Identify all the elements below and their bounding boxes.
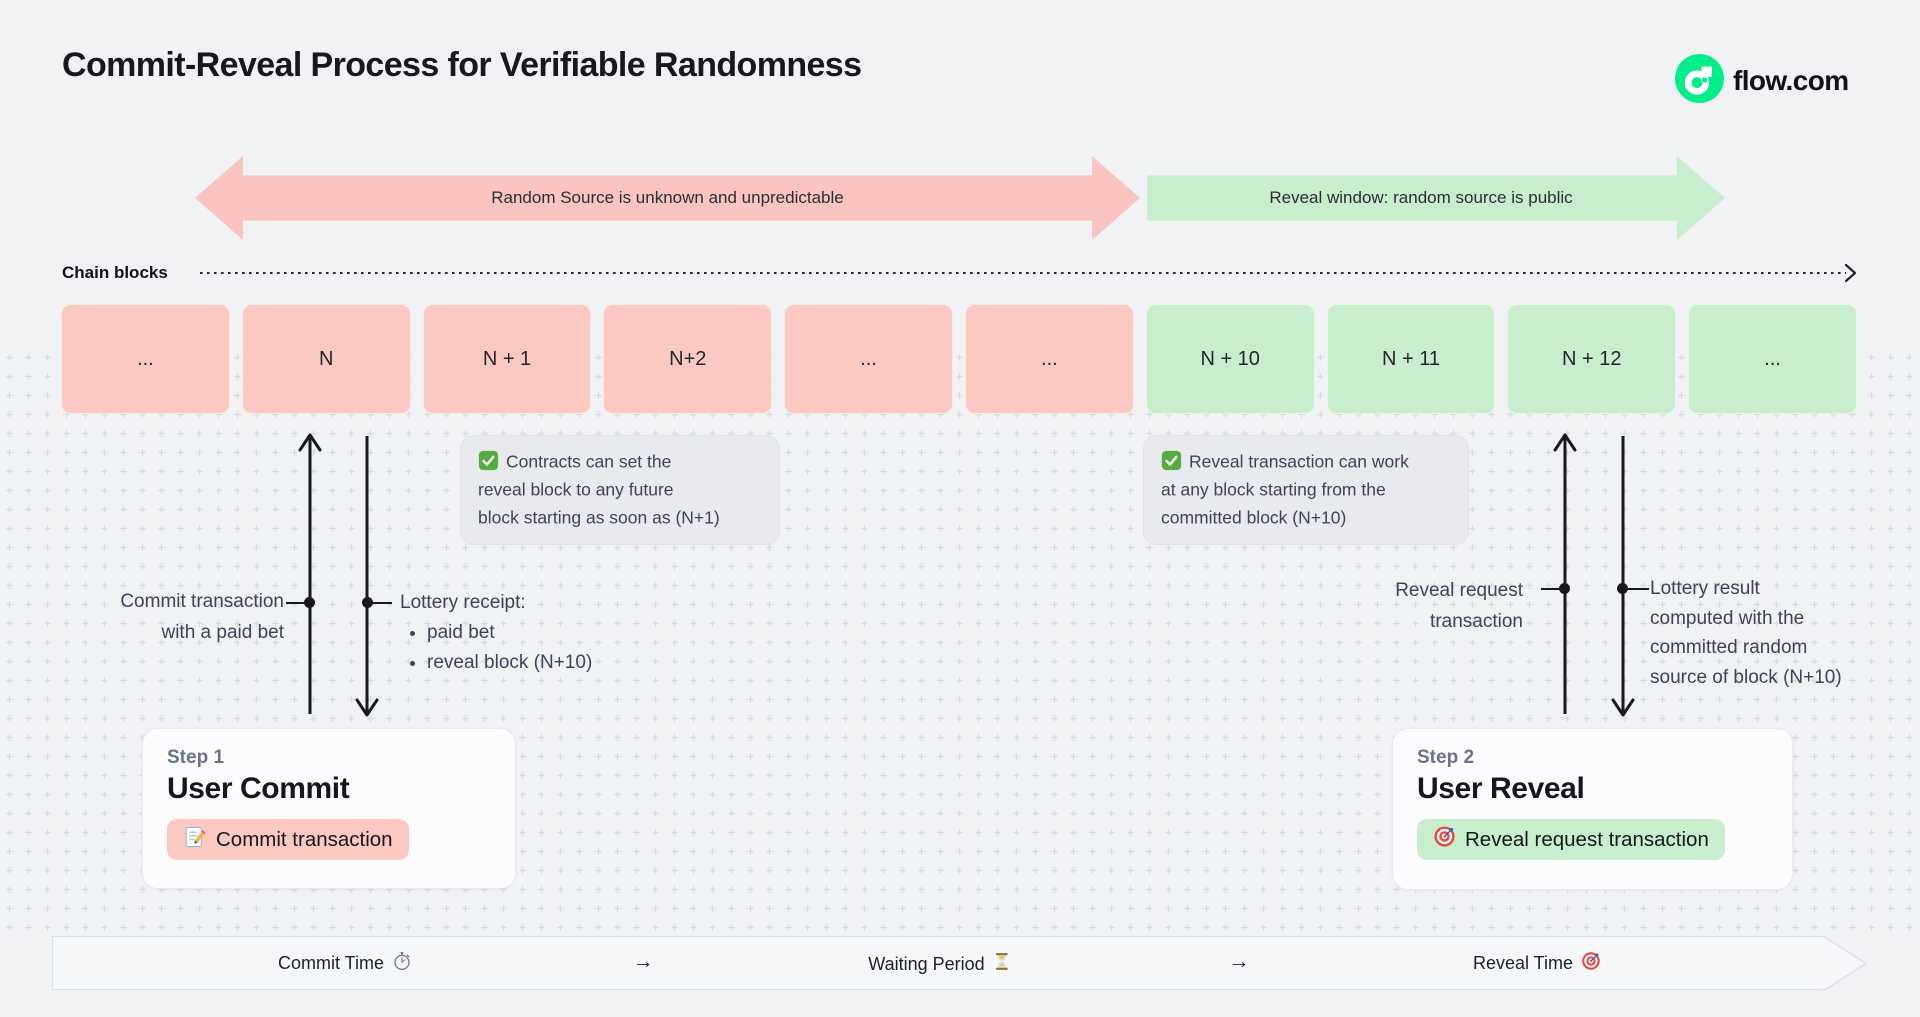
- note-reveal: Reveal transaction can work at any block…: [1143, 435, 1469, 546]
- chain-block: N: [241, 304, 411, 414]
- receipt-connector-dot: [362, 597, 373, 608]
- commit-transaction-annotation: Commit transaction with a paid bet: [120, 591, 284, 643]
- timeline-waiting-period: Waiting Period: [868, 951, 1011, 977]
- reveal-request-pill: Reveal request transaction: [1417, 819, 1725, 860]
- step-eyebrow: Step 2: [1417, 747, 1475, 768]
- memo-icon: [183, 825, 207, 855]
- chain-block: N + 11: [1326, 304, 1496, 414]
- target-icon: [1581, 951, 1601, 976]
- chain-dotted-arrow: [200, 263, 1857, 283]
- receipt-down-arrow: [355, 436, 379, 717]
- chain-block: N+2: [603, 304, 773, 414]
- lottery-receipt-annotation: Lottery receipt: paid bet reveal block (…: [400, 588, 592, 678]
- chain-block: ...: [1688, 304, 1857, 414]
- commit-phase-arrow: Random Source is unknown and unpredictab…: [195, 156, 1140, 240]
- check-icon: [478, 450, 506, 471]
- result-connector-line: [1623, 588, 1649, 591]
- commit-phase-label: Random Source is unknown and unpredictab…: [491, 188, 844, 207]
- timeline-arrow-tip: [1822, 935, 1868, 992]
- timeline-bar: [52, 936, 1823, 990]
- commit-connector-dot: [304, 597, 315, 608]
- lottery-result-annotation: Lottery result computed with the committ…: [1650, 578, 1842, 688]
- lottery-receipt-bullet: paid bet: [427, 618, 592, 648]
- timeline-arrow: →: [632, 950, 654, 973]
- chain-block: N + 1: [422, 304, 592, 414]
- commit-connector-line: [286, 602, 310, 605]
- chain-block: N + 12: [1507, 304, 1677, 414]
- reveal-pill-label: Reveal request transaction: [1465, 827, 1709, 851]
- flow-logo-icon: [1675, 54, 1724, 108]
- timeline-reveal-time: Reveal Time: [1473, 951, 1601, 976]
- step-title: User Reveal: [1417, 772, 1585, 805]
- reveal-phase-label: Reveal window: random source is public: [1269, 188, 1573, 207]
- page-title: Commit-Reveal Process for Verifiable Ran…: [62, 46, 862, 84]
- chain-block: ...: [784, 304, 953, 414]
- stopwatch-icon: [392, 951, 412, 976]
- chain-block: ...: [61, 304, 230, 414]
- commit-pill-label: Commit transaction: [216, 827, 393, 851]
- step-eyebrow: Step 1: [167, 747, 225, 768]
- brand: flow.com: [1675, 54, 1849, 108]
- brand-label: flow.com: [1733, 65, 1849, 96]
- result-down-arrow: [1611, 436, 1635, 717]
- timeline-commit-time: Commit Time: [278, 951, 412, 976]
- lottery-receipt-bullet: reveal block (N+10): [427, 648, 592, 678]
- note-reveal-text: Reveal transaction can work at any block…: [1161, 451, 1409, 528]
- timeline-waiting-label: Waiting Period: [868, 953, 985, 974]
- chain-block: ...: [964, 304, 1134, 414]
- step-card-user-commit: Step 1 User Commit Commit transaction: [142, 728, 516, 889]
- step-title: User Commit: [167, 772, 350, 805]
- reveal-up-arrow: [1553, 433, 1577, 714]
- note-commit: Contracts can set the reveal block to an…: [460, 435, 780, 546]
- commit-transaction-pill: Commit transaction: [167, 819, 409, 860]
- timeline-arrow: →: [1228, 950, 1250, 973]
- receipt-connector-line: [368, 602, 392, 605]
- timeline-reveal-label: Reveal Time: [1472, 953, 1574, 973]
- chain-block: N + 10: [1145, 304, 1315, 414]
- result-connector-dot: [1617, 583, 1628, 594]
- chain-blocks-label: Chain blocks: [62, 263, 168, 282]
- reveal-connector-dot: [1559, 583, 1570, 594]
- step-card-user-reveal: Step 2 User Reveal Reveal request transa…: [1392, 728, 1793, 890]
- check-icon: [1161, 450, 1189, 471]
- target-icon: [1433, 825, 1456, 854]
- commit-up-arrow: [298, 433, 322, 714]
- timeline-commit-label: Commit Time: [277, 953, 385, 973]
- lottery-receipt-title: Lottery receipt:: [400, 592, 526, 613]
- reveal-connector-line: [1541, 588, 1565, 591]
- note-commit-text: Contracts can set the reveal block to an…: [478, 451, 720, 528]
- chain-blocks-row: ... N N + 1 N+2 ... ... N + 10 N + 11 N …: [61, 304, 1857, 414]
- hourglass-icon: [993, 951, 1012, 977]
- reveal-phase-arrow: Reveal window: random source is public: [1147, 156, 1725, 240]
- reveal-request-annotation: Reveal request transaction: [1395, 580, 1523, 632]
